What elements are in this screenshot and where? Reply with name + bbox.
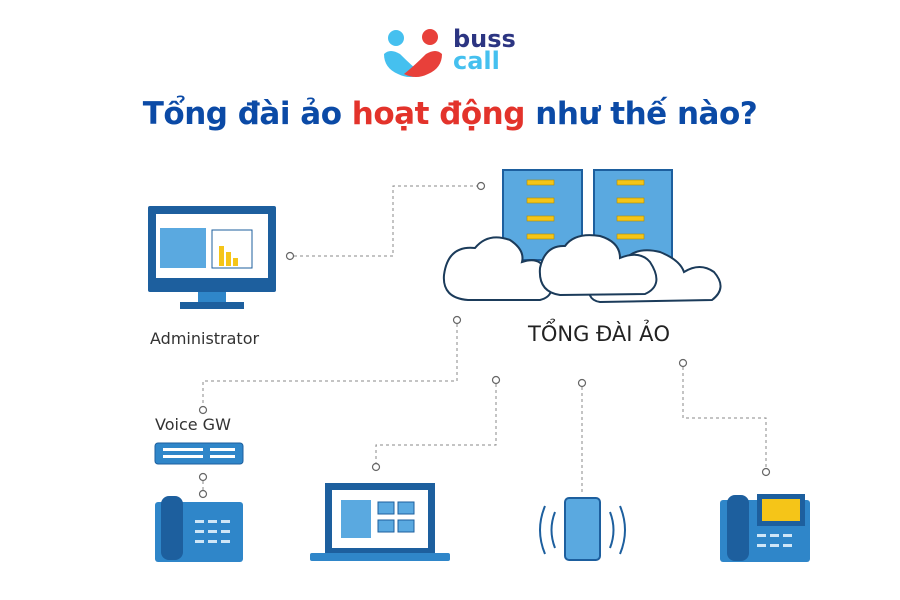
title-part2: như thế nào? [524, 96, 758, 132]
video-phone-icon [720, 494, 810, 562]
laptop-icon [310, 483, 450, 561]
admin-label: Administrator [150, 329, 260, 348]
voice-gw-label: Voice GW [155, 415, 231, 434]
mobile-phone-icon [539, 497, 626, 561]
title-part1: Tổng đài ảo [142, 96, 352, 132]
connector-dots [198, 181, 771, 499]
ip-phone-icon [155, 496, 243, 562]
brand-line2: call [453, 47, 500, 75]
page-title: Tổng đài ảo hoạt động như thế nào? [0, 96, 900, 132]
brand-line1: buss [453, 25, 516, 53]
busscall-logo [380, 24, 540, 80]
cloud-label: TỔNG ĐÀI ẢO [528, 322, 671, 346]
voice-gateway-icon [154, 442, 244, 465]
title-highlight: hoạt động [351, 96, 526, 132]
logo-people-icon [384, 29, 442, 77]
cloud-icon [442, 234, 722, 304]
connection-lines [202, 185, 767, 494]
admin-monitor-icon [148, 206, 276, 309]
